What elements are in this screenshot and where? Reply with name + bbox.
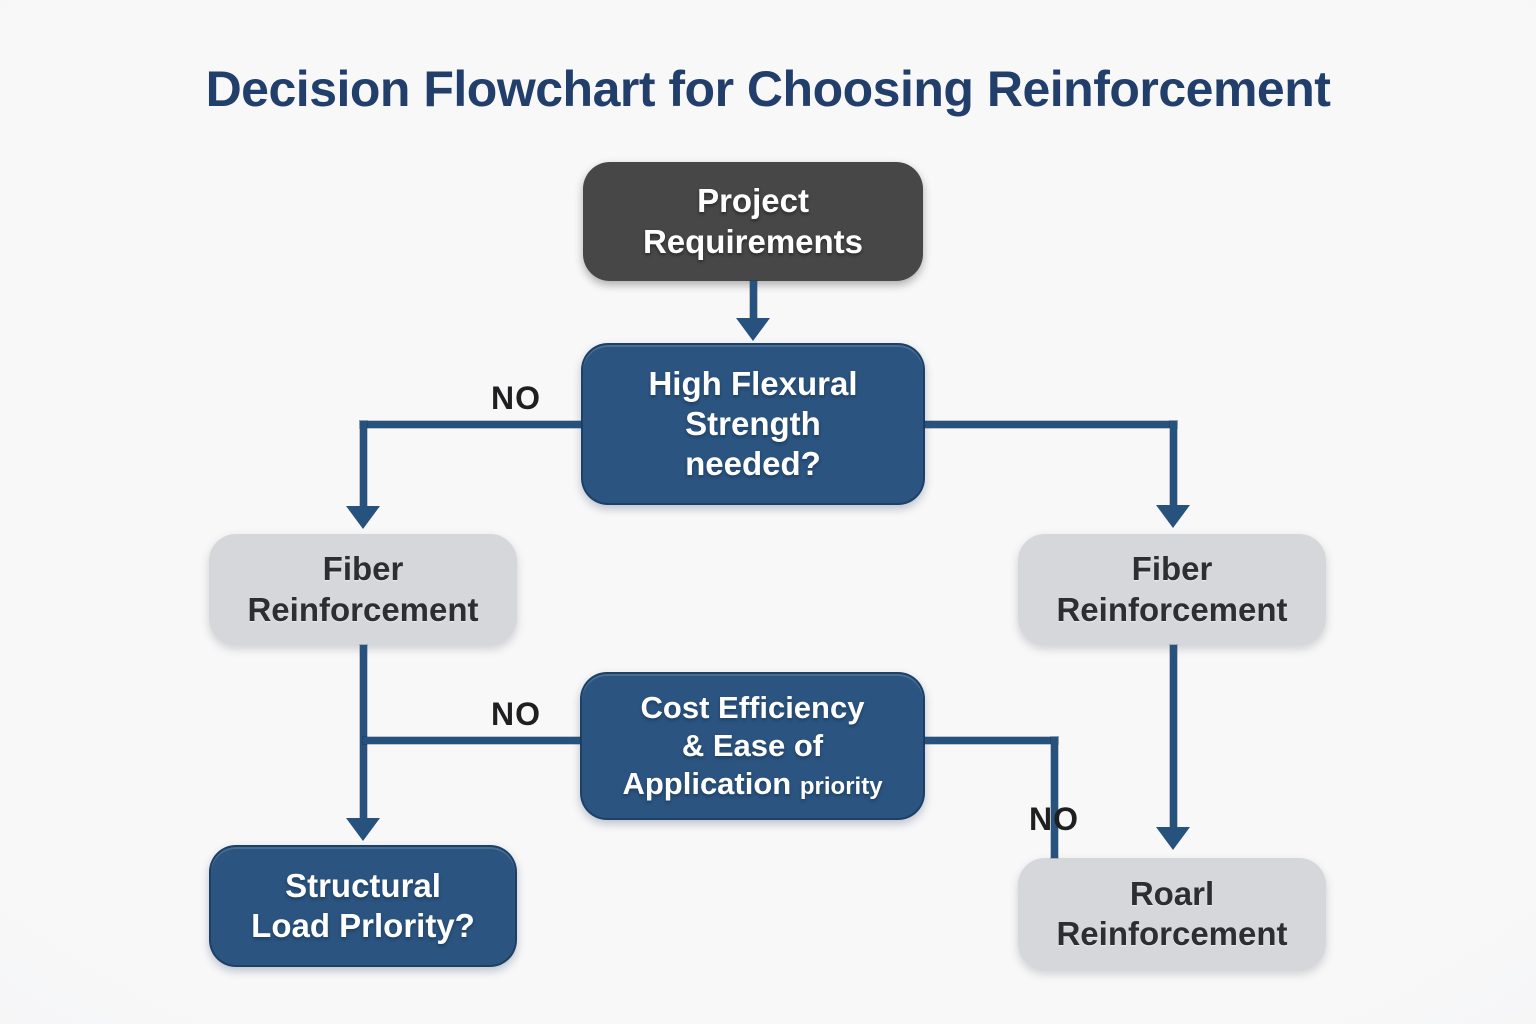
node-text-line: Fiber (322, 550, 404, 588)
node-text-line: & Ease of (681, 728, 824, 764)
arrowhead-down-icon (1156, 827, 1190, 850)
node-structural-load-priority: Structural Load Prlority? (209, 845, 517, 967)
node-text-line: Fiber (1131, 550, 1213, 588)
arrowhead-down-icon (346, 818, 380, 841)
node-roarl-reinforcement: Roarl Reinforcement (1018, 858, 1326, 970)
node-text-line: Structural (285, 866, 441, 904)
node-text-line: Reinforcement (1056, 915, 1288, 952)
connector-project-to-flexural-line (750, 281, 757, 321)
node-text-line: Reinforcement (247, 590, 479, 628)
node-text-line: Project (697, 182, 809, 220)
node-cost-efficiency: Cost Efficiency & Ease of Application pr… (580, 672, 925, 820)
node-project-requirements: Project Requirements (583, 162, 923, 281)
edge-label-no-cost-left: NO (491, 696, 541, 732)
node-text-line: Application priority (622, 765, 882, 803)
node-text-line: Cost Efficiency (640, 690, 865, 726)
connector-cost-no-right-vertical-line (1051, 737, 1058, 858)
connector-flexural-no-vertical-line (360, 421, 367, 509)
connector-flexural-no-horizontal-line (360, 421, 581, 428)
connector-fiberleft-to-structural-line (360, 645, 367, 820)
node-high-flexural-strength: High Flexural Strength needed? (581, 343, 925, 505)
edge-label-no-cost-right: NO (1029, 801, 1079, 837)
connector-flexural-right-horizontal-line (925, 421, 1177, 428)
node-text-suffix: priority (799, 772, 883, 800)
page-title: Decision Flowchart for Choosing Reinforc… (205, 61, 1331, 117)
node-fiber-reinforcement-right: Fiber Reinforcement (1018, 534, 1326, 645)
node-text-line: Requirements (642, 222, 864, 260)
node-text-line: High Flexural (648, 364, 858, 402)
node-text-main: Application (622, 765, 792, 801)
edge-label-no-flexural: NO (491, 380, 541, 416)
node-text-line: Load Prlority? (251, 907, 475, 944)
node-text-line: Strength (685, 404, 821, 442)
arrowhead-down-icon (1156, 505, 1190, 528)
connector-flexural-right-vertical-line (1170, 421, 1177, 508)
node-text-line: needed? (685, 445, 821, 483)
node-text-line: Roarl (1129, 874, 1215, 912)
node-text-line: Reinforcement (1056, 590, 1288, 628)
arrowhead-down-icon (736, 318, 770, 341)
arrowhead-down-icon (346, 506, 380, 529)
connector-cost-no-right-horizontal-line (925, 737, 1058, 744)
connector-cost-no-left-line (363, 737, 580, 744)
node-fiber-reinforcement-left: Fiber Reinforcement (209, 534, 517, 645)
connector-fiberright-to-roarl-line (1170, 645, 1177, 829)
